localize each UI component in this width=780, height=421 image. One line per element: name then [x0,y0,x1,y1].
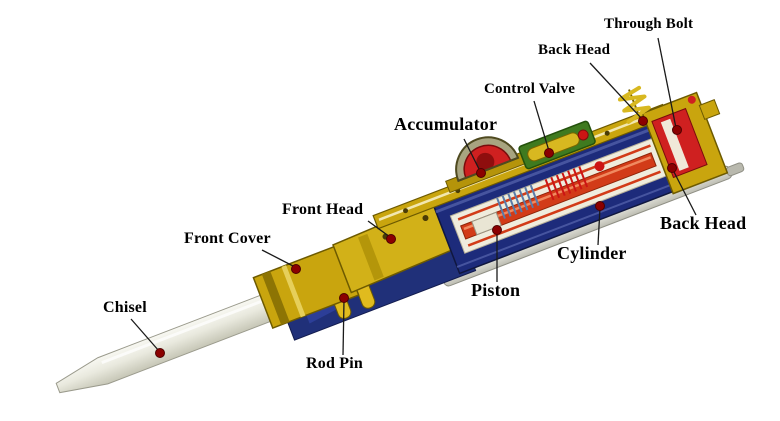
leader-rod-pin [342,299,345,356]
label-accumulator: Accumulator [394,114,498,134]
dot-rod-pin [339,293,349,303]
front-cover-part [252,243,360,330]
leader-dots [155,116,682,358]
leader-front-head [367,220,391,238]
dot-front-cover [291,264,301,274]
leader-front-cover [261,249,296,268]
dot-chisel [155,348,165,358]
label-back-head-right: Back Head [660,213,747,233]
leader-accumulator [463,138,481,172]
dot-back-head-top [638,116,648,126]
port-marker [594,161,605,172]
leader-control-valve [533,100,550,152]
leader-back-head-top [589,62,643,120]
leader-cylinder [597,207,601,246]
dot-accumulator [476,168,486,178]
label-through-bolt: Through Bolt [604,16,694,32]
leader-lines [130,37,697,356]
label-chisel: Chisel [103,299,147,316]
breaker-body [55,85,745,394]
label-cylinder: Cylinder [557,243,627,263]
label-piston: Piston [471,280,521,300]
back-head-part [641,91,729,195]
leader-chisel [130,318,160,352]
accumulator-part [445,136,535,194]
label-control-valve: Control Valve [484,81,576,97]
seal-hatch-blue [496,184,540,219]
dot-front-head [386,234,396,244]
label-back-head-top: Back Head [538,42,611,58]
dot-through-bolt [672,125,682,135]
leader-back-head-right [672,169,697,216]
label-front-cover: Front Cover [184,230,271,247]
label-front-head: Front Head [282,201,364,218]
label-rod-pin: Rod Pin [306,355,363,372]
control-valve-part [518,120,596,170]
dot-cylinder [595,201,605,211]
dot-back-head-right [667,163,677,173]
seal-hatch-red [544,166,589,201]
dot-piston [492,225,502,235]
dot-control-valve [544,148,554,158]
leader-through-bolt [657,37,677,129]
